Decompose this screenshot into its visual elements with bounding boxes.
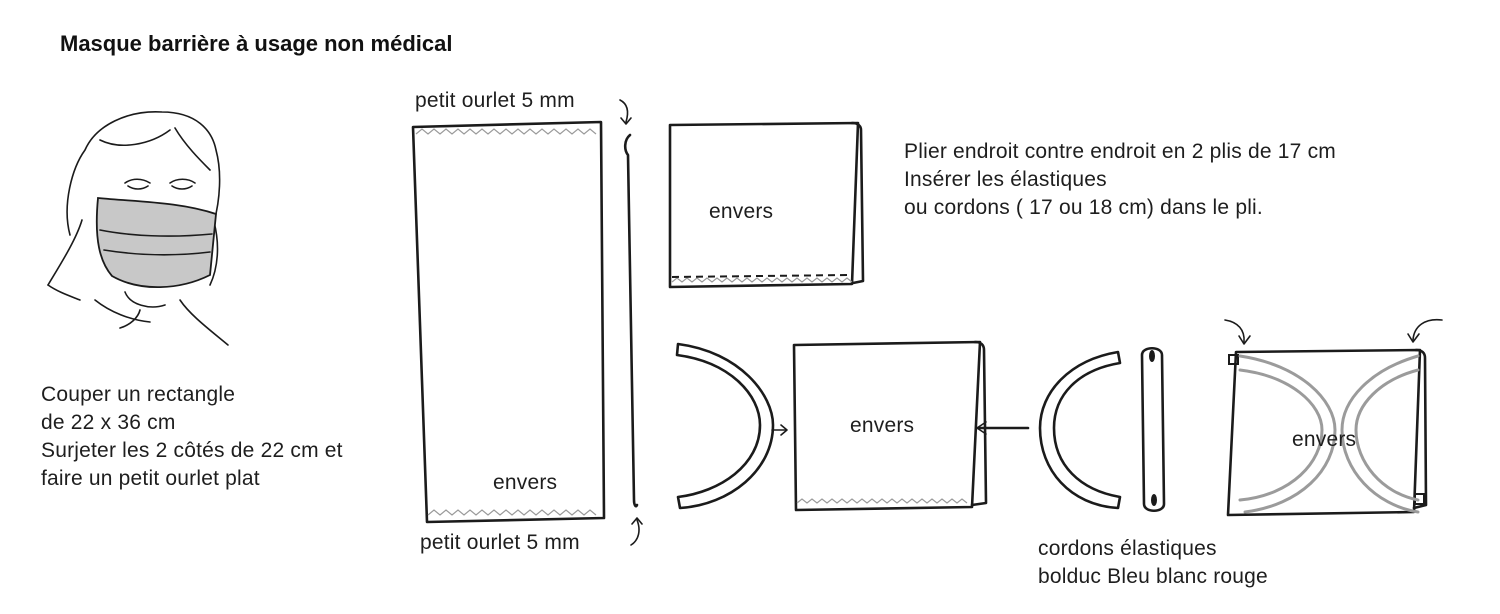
step-2-line: ou cordons ( 17 ou 18 cm) dans le pli. [904,196,1263,219]
face-with-mask-icon [47,111,229,346]
fabric-side-label: envers [493,471,558,494]
step-1-line: faire un petit ourlet plat [41,467,260,490]
fabric-side-label: envers [709,200,774,223]
step-1-instructions: Couper un rectangle de 22 x 36 cm Surjet… [41,381,343,493]
arrow-icon [1412,318,1443,341]
cut-rectangle [411,120,606,524]
fabric-side-label: envers [850,414,915,437]
step-1-line: Couper un rectangle [41,383,236,406]
cords-label-line: cordons élastiques [1038,537,1217,560]
hem-side-view [619,99,643,546]
finished-mask [1224,318,1443,517]
folded-piece-top [668,121,865,289]
cords-label-line: bolduc Bleu blanc rouge [1038,565,1268,588]
step-2-instructions: Plier endroit contre endroit en 2 plis d… [904,138,1336,222]
cords-label: cordons élastiques bolduc Bleu blanc rou… [1038,535,1268,591]
page-title: Masque barrière à usage non médical [60,31,453,56]
step-1-line: de 22 x 36 cm [41,411,176,434]
elastic-loop-icon [675,342,788,510]
step-2-line: Insérer les élastiques [904,168,1107,191]
folded-piece-middle [792,340,1030,512]
hem-bottom-label: petit ourlet 5 mm [420,531,580,554]
elastic-loop-icon [1038,350,1122,510]
arrow-icon [619,99,629,123]
step-1-line: Surjeter les 2 côtés de 22 cm et [41,439,343,462]
fabric-side-label: envers [1292,428,1357,451]
cord-strip-icon [1140,346,1166,513]
step-2-line: Plier endroit contre endroit en 2 plis d… [904,140,1336,163]
arrow-icon [1224,319,1245,343]
hem-top-label: petit ourlet 5 mm [415,89,575,112]
arrow-icon [630,519,640,546]
